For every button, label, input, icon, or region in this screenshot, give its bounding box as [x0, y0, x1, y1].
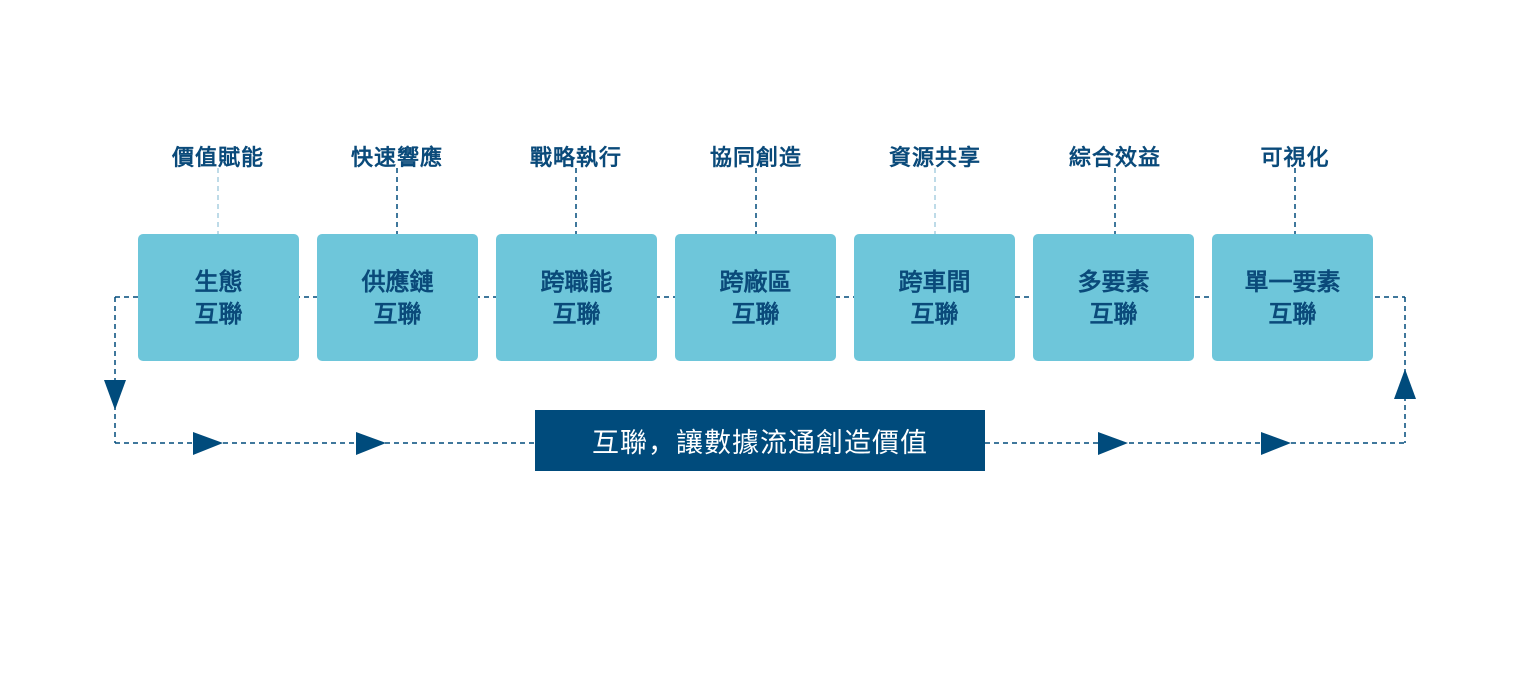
arrow-down-icon [104, 380, 126, 410]
stage-box: 跨廠區互聯 [675, 234, 836, 361]
stage-title: 跨廠區 [719, 267, 792, 296]
stage-title: 多要素 [1077, 267, 1150, 296]
stage-title: 跨職能 [540, 267, 613, 296]
benefit-label: 可視化 [1260, 146, 1330, 171]
stage-subtitle: 互聯 [552, 299, 601, 328]
arrow-right-icon [193, 432, 223, 455]
stage-subtitle: 互聯 [373, 299, 422, 328]
arrow-right-icon [356, 432, 386, 455]
stage-title: 跨車間 [898, 267, 971, 296]
stage-box: 多要素互聯 [1033, 234, 1194, 361]
stage-subtitle: 互聯 [731, 299, 780, 328]
stage-subtitle: 互聯 [1268, 299, 1317, 328]
benefit-label: 快速響應 [350, 146, 443, 171]
arrow-up-icon [1394, 369, 1416, 399]
benefit-label: 協同創造 [709, 146, 802, 171]
arrow-right-icon [1098, 432, 1128, 455]
stage-box: 跨車間互聯 [854, 234, 1015, 361]
stage-box: 單一要素互聯 [1212, 234, 1373, 361]
stage-box: 生態互聯 [138, 234, 299, 361]
stage-subtitle: 互聯 [194, 299, 243, 328]
benefit-label: 價值賦能 [171, 146, 264, 171]
stage-title: 生態 [194, 267, 243, 296]
benefit-label: 戰略執行 [529, 146, 622, 171]
stage-subtitle: 互聯 [1089, 299, 1138, 328]
stage-title: 供應鏈 [361, 267, 434, 296]
benefit-label: 綜合效益 [1068, 146, 1161, 171]
arrow-right-icon [1261, 432, 1291, 455]
stage-subtitle: 互聯 [910, 299, 959, 328]
stage-box: 供應鏈互聯 [317, 234, 478, 361]
stage-box: 跨職能互聯 [496, 234, 657, 361]
value-banner: 互聯，讓數據流通創造價值 [535, 410, 985, 471]
stage-title: 單一要素 [1244, 267, 1341, 296]
benefit-label: 資源共享 [888, 146, 981, 171]
